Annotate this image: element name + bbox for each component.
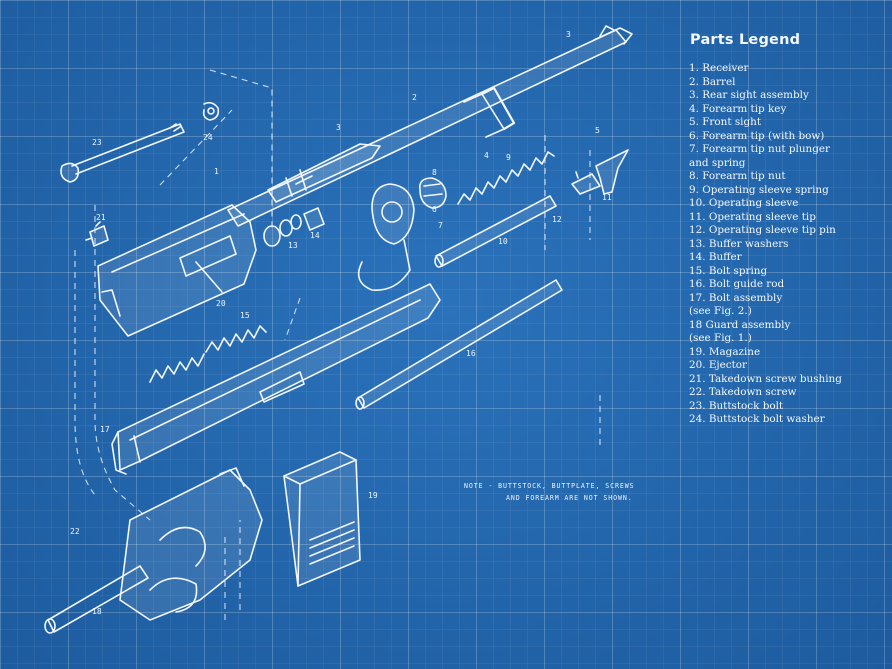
legend-item: 22. Takedown screw (689, 386, 797, 398)
callout-21: 21 (96, 213, 106, 222)
legend-item: 5. Front sight (689, 116, 761, 128)
legend-item: (see Fig. 2.) (689, 305, 752, 317)
legend-list: 1. Receiver 2. Barrel 3. Rear sight asse… (689, 62, 889, 427)
drawing-note: NOTE - BUTTSTOCK, BUTTPLATE, SCREWS AND … (464, 480, 684, 504)
legend-item: 15. Bolt spring (689, 264, 768, 277)
callout-17: 17 (100, 425, 110, 434)
buttstock-bolt (61, 124, 184, 182)
legend-item: 20. Ejector (689, 359, 748, 371)
legend-item: 4. Forearm tip key (689, 102, 787, 115)
note-line-1: NOTE - BUTTSTOCK, BUTTPLATE, SCREWS (464, 482, 635, 490)
operating-sleeve (435, 196, 556, 267)
callout-24: 24 (203, 133, 213, 142)
callout-2: 2 (412, 93, 417, 102)
legend-item: 12. Operating sleeve tip pin (689, 224, 836, 236)
legend-item: 3. Rear sight assembly (689, 89, 809, 101)
legend-item: 2. Barrel (689, 75, 736, 88)
legend-item: 24. Buttstock bolt washer (689, 413, 825, 425)
operating-sleeve-tip (572, 172, 600, 194)
note-line-2: AND FOREARM ARE NOT SHOWN. (506, 494, 633, 502)
receiver (98, 205, 256, 336)
bolt-guide-rod (356, 280, 562, 409)
callout-9: 9 (506, 153, 511, 162)
forearm-tip-nut (420, 178, 446, 208)
buffer-washers (264, 215, 301, 246)
legend-item: 18 Guard assembly (689, 318, 791, 331)
rear-sight-assembly (268, 144, 380, 202)
legend-item: 17. Bolt assembly (689, 291, 783, 304)
ejector (196, 262, 222, 292)
callout-5: 5 (595, 126, 600, 135)
magazine (284, 452, 360, 586)
buffer (304, 208, 324, 230)
callout-1: 1 (214, 167, 219, 176)
legend-item: 7. Forearm tip nut plunger (689, 143, 830, 155)
takedown-screw-bushing (86, 222, 108, 246)
legend-title: Parts Legend (690, 32, 801, 48)
forearm-tip-bow (359, 184, 414, 290)
legend-item: (see Fig. 1.) (689, 332, 752, 344)
callout-23: 23 (92, 138, 102, 147)
callout-labels: 1 2 3 3 4 5 6 7 8 9 10 11 12 13 14 15 16… (70, 30, 612, 616)
bolt-assembly (112, 284, 440, 474)
parts-legend: Parts Legend 1. Receiver 2. Barrel 3. Re… (689, 32, 889, 427)
callout-12: 12 (552, 215, 562, 224)
callout-7: 7 (438, 221, 443, 230)
callout-3b: 3 (566, 30, 571, 39)
legend-item: 21. Takedown screw bushing (689, 372, 842, 385)
legend-item: 16. Bolt guide rod (689, 278, 785, 290)
legend-item: 13. Buffer washers (689, 237, 789, 250)
callout-11: 11 (602, 193, 612, 202)
callout-8: 8 (432, 168, 437, 177)
legend-item: 23. Buttstock bolt (689, 399, 784, 412)
callout-16: 16 (466, 349, 476, 358)
callout-10: 10 (498, 237, 508, 246)
callout-20: 20 (216, 299, 226, 308)
buttstock-bolt-washer (204, 103, 219, 120)
legend-item: 6. Forearm tip (with bow) (689, 129, 825, 142)
callout-22: 22 (70, 527, 80, 536)
guard-assembly (45, 468, 262, 633)
operating-sleeve-spring (458, 152, 554, 204)
legend-item: 11. Operating sleeve tip (689, 210, 816, 223)
legend-item: 8. Forearm tip nut (689, 170, 786, 182)
legend-item: 9. Operating sleeve spring (689, 183, 829, 196)
barrel (228, 26, 632, 226)
callout-3: 3 (336, 123, 341, 132)
legend-item: 10. Operating sleeve (689, 197, 799, 209)
front-sight (596, 150, 628, 194)
legend-item: 14. Buffer (689, 251, 742, 263)
legend-item: 19. Magazine (689, 345, 761, 358)
assembly-guide-lines (75, 70, 600, 620)
callout-4: 4 (484, 151, 489, 160)
callout-15: 15 (240, 311, 250, 320)
callout-6: 6 (432, 205, 437, 214)
bolt-spring (150, 326, 266, 382)
legend-item: and spring (689, 156, 746, 169)
callout-13: 13 (288, 241, 298, 250)
callout-19: 19 (368, 491, 378, 500)
callout-14: 14 (310, 231, 320, 240)
callout-18: 18 (92, 607, 102, 616)
legend-item: 1. Receiver (689, 62, 749, 74)
